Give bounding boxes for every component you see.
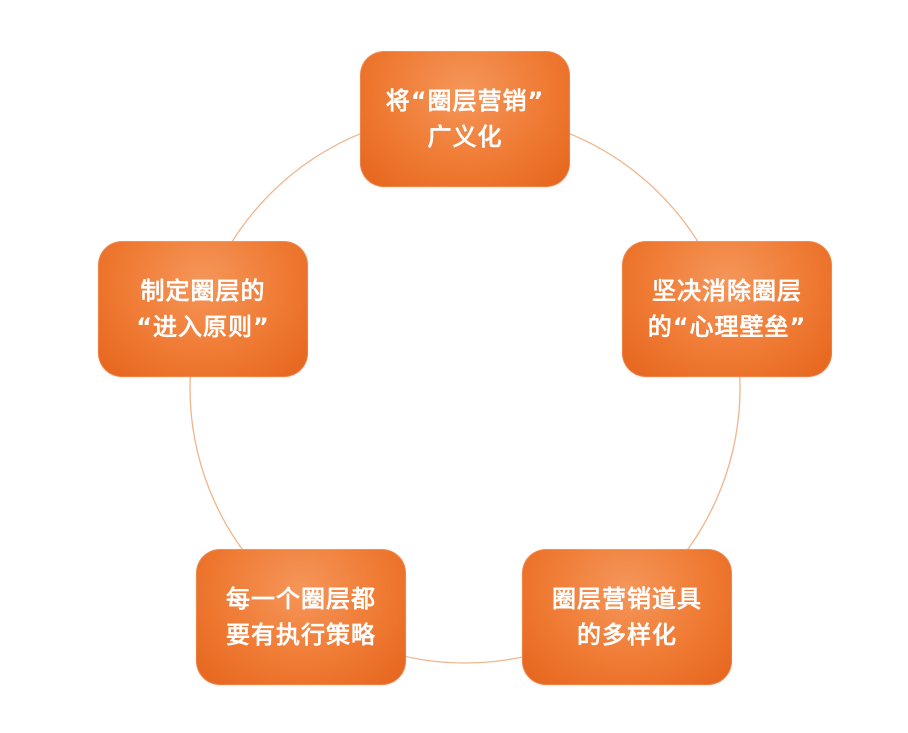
cycle-node-line: “进入原则” xyxy=(136,313,270,341)
cycle-node-psych-barrier: 坚决消除圈层 的“心理壁垒” xyxy=(622,241,832,377)
cycle-node-line: 制定圈层的 xyxy=(140,277,266,305)
cycle-node-line: 的“心理壁垒” xyxy=(647,313,807,341)
cycle-node-generalize: 将“圈层营销” 广义化 xyxy=(360,51,570,187)
cycle-node-line: 广义化 xyxy=(427,123,503,151)
cycle-node-line: 要有执行策略 xyxy=(226,621,376,649)
cycle-node-line: 每一个圈层都 xyxy=(226,585,376,613)
cycle-node-props-diversity: 圈层营销道具 的多样化 xyxy=(522,549,732,685)
cycle-node-line: 的多样化 xyxy=(577,621,677,649)
cycle-node-entry-rules: 制定圈层的 “进入原则” xyxy=(98,241,308,377)
cycle-node-execution-strategy: 每一个圈层都 要有执行策略 xyxy=(196,549,406,685)
cycle-node-line: 将“圈层营销” xyxy=(385,87,545,115)
cycle-node-line: 坚决消除圈层 xyxy=(652,277,802,305)
cycle-node-line: 圈层营销道具 xyxy=(552,585,702,613)
